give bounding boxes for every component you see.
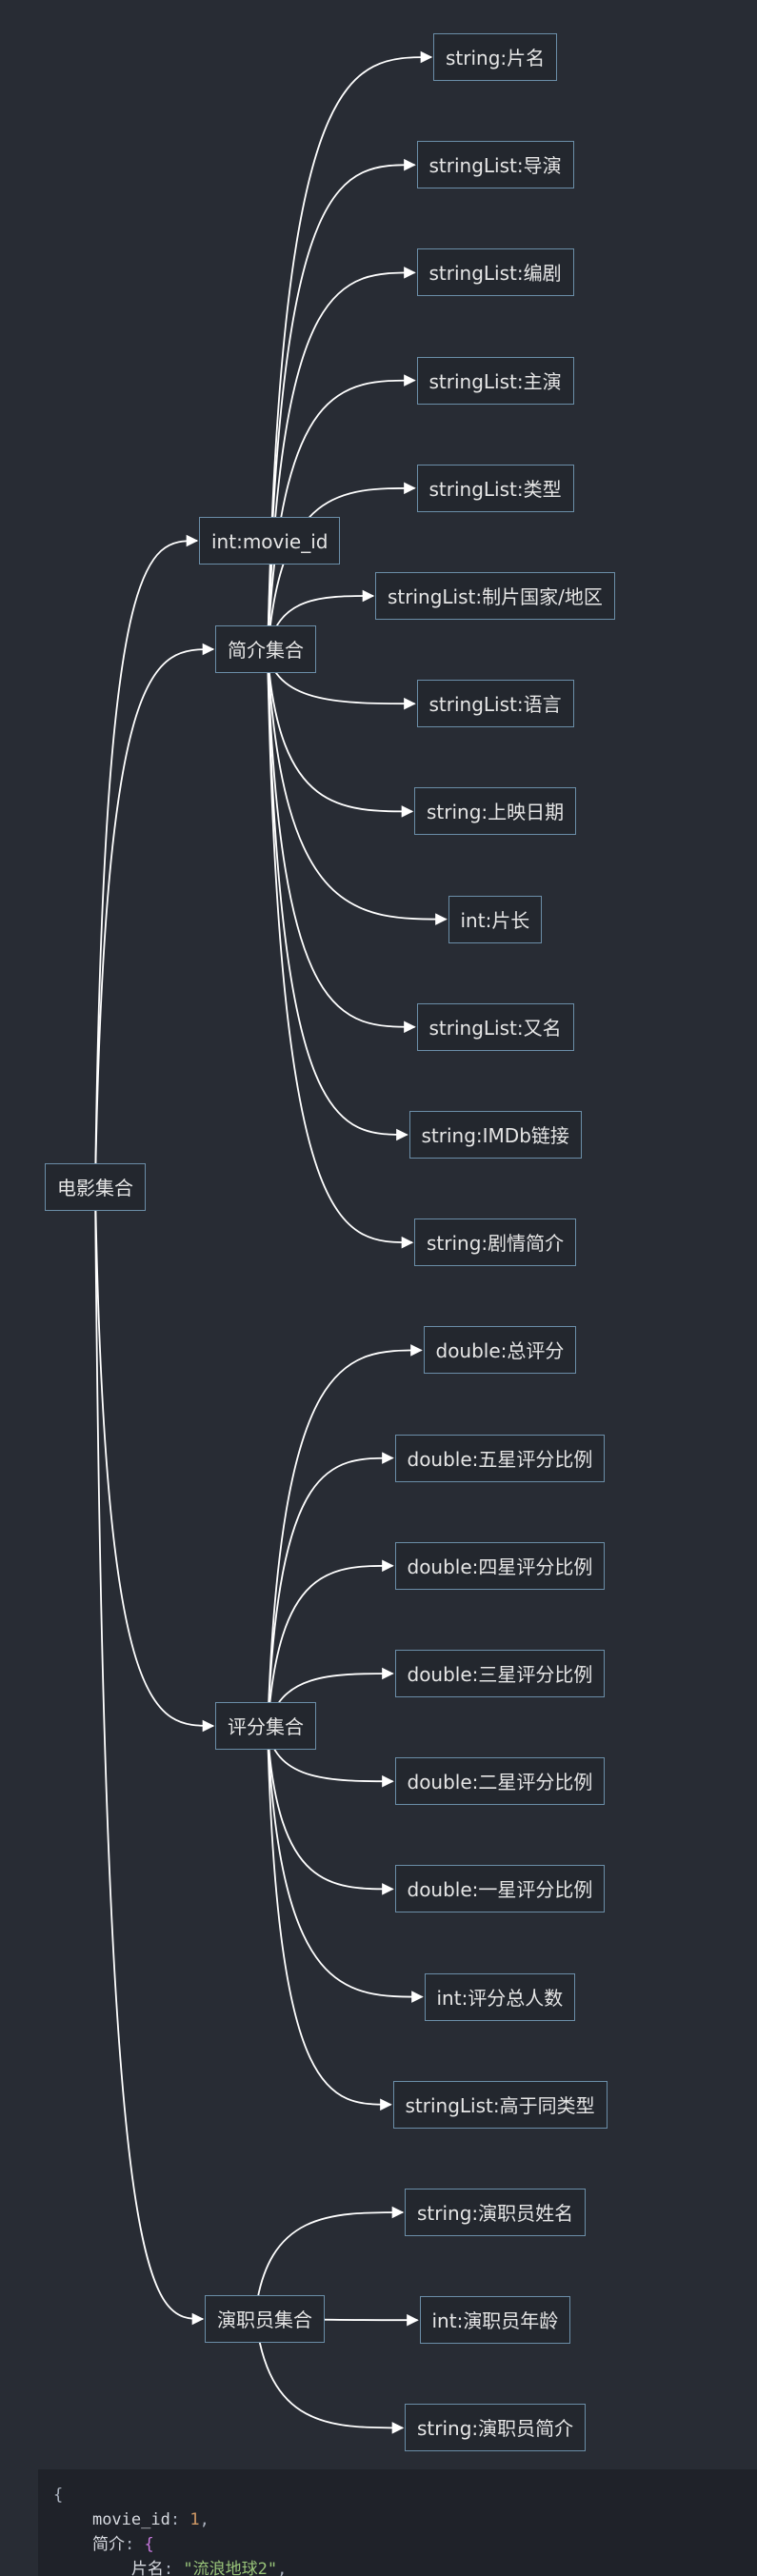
leaf-node-intro-1: stringList:导演 xyxy=(416,141,574,189)
leaf-node-intro-9: stringList:又名 xyxy=(416,1002,574,1051)
edge-intro-7 xyxy=(267,653,414,818)
edge-rating-0 xyxy=(267,1344,423,1732)
edge-intro-10 xyxy=(267,653,408,1141)
leaf-node-intro-10: string:IMDb链接 xyxy=(408,1111,582,1159)
code-line-3: 简介: { xyxy=(91,2535,154,2554)
group-node-rating: 评分集合 xyxy=(215,1702,316,1750)
edge-intro-1 xyxy=(267,158,416,655)
leaf-node-rating-1: double:五星评分比例 xyxy=(394,1434,606,1482)
mindmap-diagram: 电影集合 int:movie_id 简介集合 string:片名 stringList:… xyxy=(45,33,615,2452)
leaf-node-intro-2: stringList:编剧 xyxy=(416,248,574,297)
leaf-node-cast-1: int:演职员年龄 xyxy=(419,2296,571,2345)
code-snippet: { movie_id: 1, 简介: { 片名: "流浪地球2", xyxy=(38,2469,757,2576)
edge-rating-1 xyxy=(267,1452,394,1732)
group-node-cast: 演职员集合 xyxy=(205,2295,325,2343)
leaf-node-rating-0: double:总评分 xyxy=(423,1326,577,1375)
leaf-node-intro-8: int:片长 xyxy=(448,895,543,943)
code-open-brace: { xyxy=(53,2486,64,2505)
code-value-title: "流浪地球2" xyxy=(183,2560,278,2576)
leaf-node-cast-2: string:演职员简介 xyxy=(405,2404,587,2452)
edge-cast-2 xyxy=(254,2313,405,2434)
edge-cast-0 xyxy=(254,2206,405,2315)
leaf-node-intro-7: string:上映日期 xyxy=(414,787,577,836)
leaf-node-rating-6: int:评分总人数 xyxy=(424,1972,576,2021)
leaf-node-rating-4: double:二星评分比例 xyxy=(394,1757,606,1806)
leaf-node-intro-3: stringList:主演 xyxy=(416,356,574,405)
root-node: 电影集合 xyxy=(45,1163,146,1211)
leaf-node-intro-5: stringList:制片国家/地区 xyxy=(375,572,615,620)
leaf-node-rating-7: stringList:高于同类型 xyxy=(392,2080,608,2129)
group-node-intro: 简介集合 xyxy=(215,625,316,673)
edge-root-to-rating xyxy=(94,1186,215,1733)
leaf-node-intro-6: stringList:语言 xyxy=(416,680,574,728)
edge-intro-2 xyxy=(267,267,416,655)
leaf-node-rating-3: double:三星评分比例 xyxy=(394,1650,606,1697)
leaf-node-rating-5: double:一星评分比例 xyxy=(394,1865,606,1913)
code-line-2: movie_id: 1, xyxy=(91,2510,209,2529)
edge-intro-0 xyxy=(267,50,433,655)
edge-root-to-intro xyxy=(94,643,215,1188)
edge-intro-4 xyxy=(267,482,416,655)
code-line-4: 片名: "流浪地球2", xyxy=(38,2557,757,2576)
edge-rating-6 xyxy=(267,1730,424,2003)
code-key-title: 片名 xyxy=(130,2560,164,2576)
leaf-node-intro-11: string:剧情简介 xyxy=(414,1219,577,1267)
leaf-node-intro-0: string:片名 xyxy=(433,33,558,81)
code-line-1: { xyxy=(38,2483,757,2507)
edge-root-to-cast xyxy=(94,1186,205,2326)
edges-layer xyxy=(94,50,448,2434)
edge-intro-8 xyxy=(267,653,448,925)
code-key-movie-id: movie_id xyxy=(91,2510,170,2529)
code-key-intro: 简介 xyxy=(91,2535,125,2554)
edge-rating-2 xyxy=(267,1559,394,1732)
group-node-id: int:movie_id xyxy=(199,517,341,565)
code-intro-brace: { xyxy=(144,2535,154,2554)
leaf-node-cast-0: string:演职员姓名 xyxy=(405,2189,587,2236)
code-value-movie-id: 1 xyxy=(189,2510,200,2529)
leaf-node-rating-2: double:四星评分比例 xyxy=(394,1541,606,1590)
leaf-node-intro-4: stringList:类型 xyxy=(416,464,574,512)
edge-rating-7 xyxy=(267,1730,392,2111)
edge-rating-5 xyxy=(267,1730,394,1895)
edge-intro-11 xyxy=(267,653,414,1249)
edge-intro-9 xyxy=(267,653,416,1034)
edge-root-to-id xyxy=(94,534,199,1188)
